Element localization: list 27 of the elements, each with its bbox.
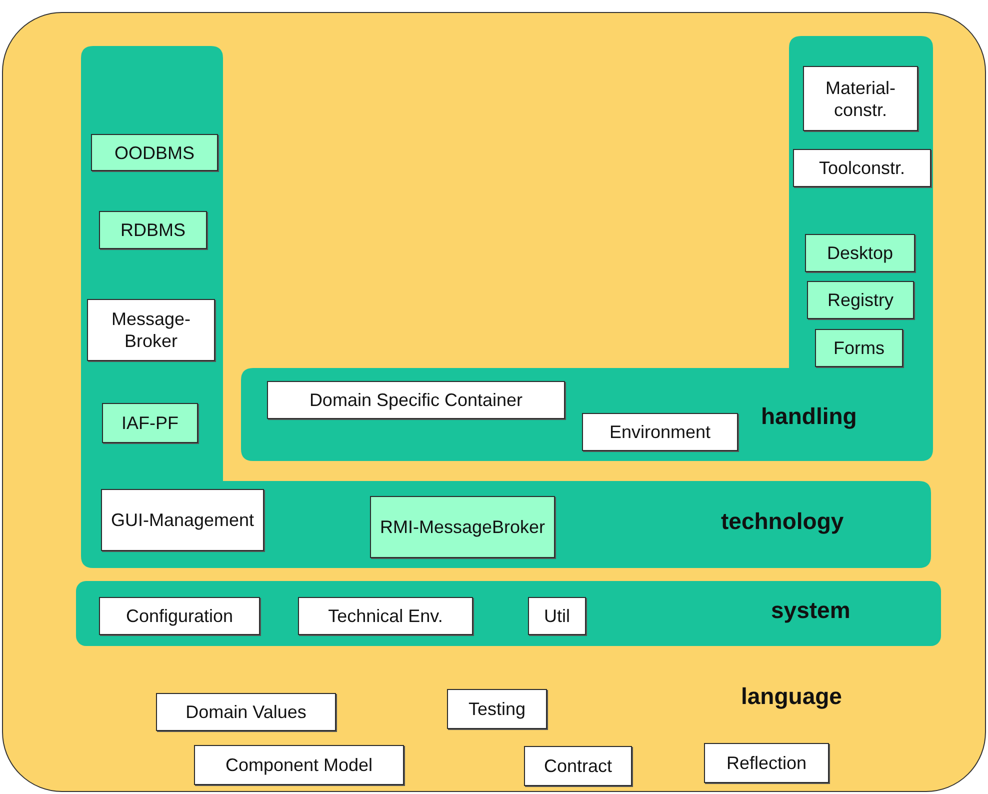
component-box: Configuration [99, 597, 260, 635]
component-box: OODBMS [91, 134, 218, 171]
group-heading: handling [761, 403, 857, 430]
component-box: RMI-MessageBroker [370, 496, 555, 558]
component-box: Component Model [194, 745, 404, 785]
component-box: Domain Specific Container [267, 381, 565, 419]
component-box: Forms [815, 329, 903, 367]
component-box: Reflection [704, 743, 829, 783]
component-box: Util [528, 597, 586, 635]
component-box: Message-Broker [87, 299, 215, 361]
component-box: Domain Values [156, 693, 336, 731]
component-box: Testing [447, 689, 547, 729]
group-heading: language [741, 683, 842, 710]
group-heading: technology [721, 508, 844, 535]
component-box: Material-constr. [803, 66, 918, 131]
layer-band [76, 581, 941, 646]
component-box: Toolconstr. [793, 149, 931, 187]
component-box: IAF-PF [102, 403, 198, 443]
group-heading: system [771, 597, 850, 624]
component-box: Technical Env. [298, 597, 473, 635]
component-box: Desktop [805, 234, 915, 272]
layer-area [2, 12, 986, 792]
component-box: GUI-Management [101, 489, 264, 551]
component-box: Environment [582, 413, 738, 451]
component-box: Registry [807, 281, 914, 319]
component-box: RDBMS [99, 211, 207, 249]
component-box: Contract [524, 746, 632, 786]
